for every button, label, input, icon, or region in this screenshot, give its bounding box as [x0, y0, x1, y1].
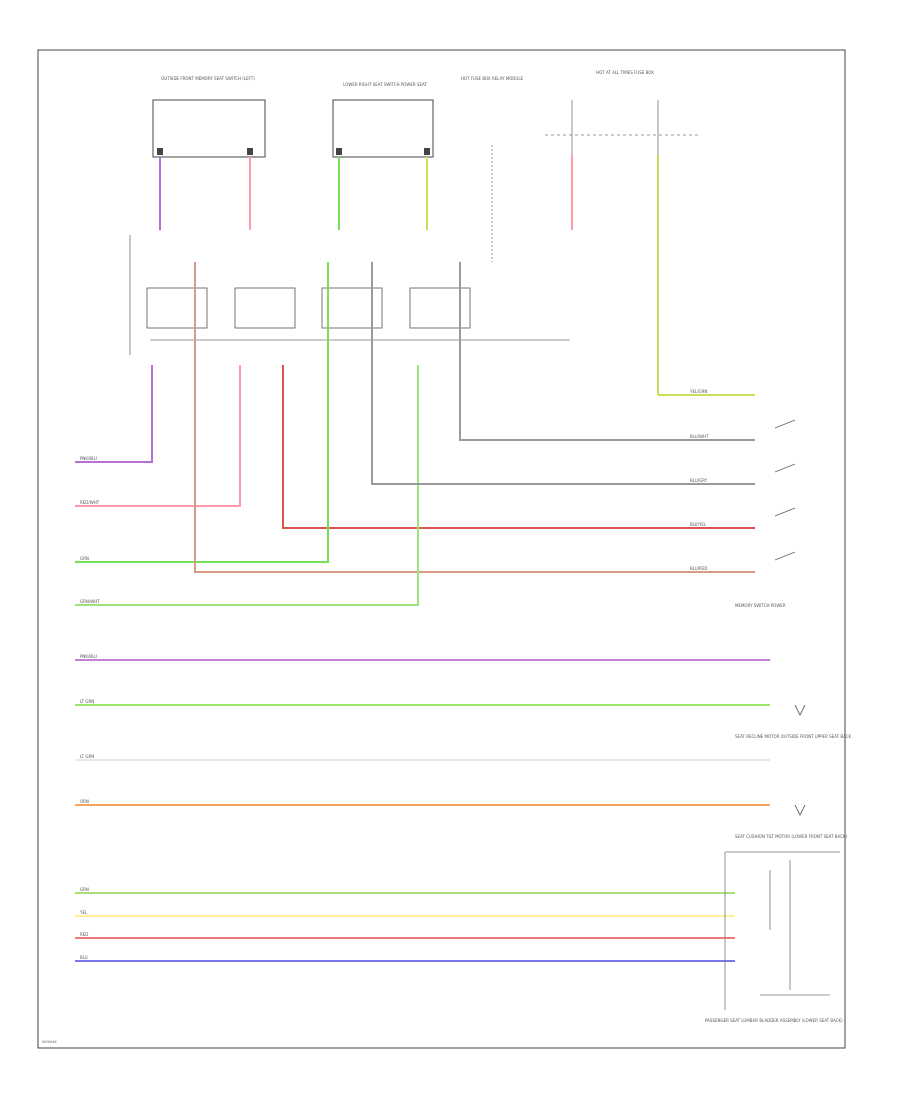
top-connector-4-label: HOT AT ALL TIMES FUSE BOX [596, 70, 654, 75]
diagram-frame [37, 49, 846, 1049]
top-connector-4: HOT AT ALL TIMES FUSE BOX [545, 70, 700, 155]
position-sensor-label: SEAT CUSHION TILT MOTOR (LOWER FRONT SEA… [735, 834, 848, 839]
wire-label-brown: BLU/RED [690, 566, 707, 571]
memory-switch-group [774, 419, 796, 561]
top-connector-3: HOT FUSE BOX RELAY MODULE [461, 76, 524, 262]
wire-label-white: LT GRN [80, 754, 94, 759]
wire-label-yellowgreen: YEL/GRN [689, 389, 707, 394]
wire-label-yel: YEL [79, 910, 88, 915]
wire-label-violet: PNK/BLU [80, 654, 97, 659]
wire-label-pink: RED/WHT [80, 500, 100, 505]
wire-label-orange: ORN [80, 799, 89, 804]
memory-switch-label: MEMORY SWITCH POWER [735, 603, 786, 608]
wire-label-red: BLK/YEL [690, 522, 707, 527]
wire-label-lightgreen: GRN/WHT [80, 599, 100, 604]
wire-label-grn: GRN [80, 887, 89, 892]
seat-motor-symbols [794, 704, 806, 817]
wire-label-darkgray: BLU/WHT [690, 434, 709, 439]
wire-label-gray: BLU/GRY [690, 478, 708, 483]
passenger-seat-label: PASSENGER SEAT LUMBAR BLADDER ASSEMBLY (… [705, 1018, 843, 1023]
top-connector-2-label: LOWER RIGHT SEAT SWITCH POWER SEAT [343, 82, 427, 87]
wire-label-purple: PNK/BLU [80, 456, 97, 461]
switch-bank [129, 235, 570, 355]
top-connector-1: OUTSIDE FRONT MEMORY SEAT SWITCH (LEFT) [152, 76, 266, 158]
top-connector-1-label: OUTSIDE FRONT MEMORY SEAT SWITCH (LEFT) [161, 76, 255, 81]
top-connector-3-label: HOT FUSE BOX RELAY MODULE [461, 76, 524, 81]
seat-motor-label: SEAT RECLINE MOTOR OUTSIDE FRONT UPPER S… [735, 734, 852, 739]
diagram-reference: W9AV4K [42, 1040, 57, 1044]
wire-label-blu: BLU [80, 955, 88, 960]
wire-label-lime: LT GRN [80, 699, 94, 704]
top-connector-2: LOWER RIGHT SEAT SWITCH POWER SEAT [332, 82, 434, 158]
passenger-seat-assembly [724, 851, 840, 1010]
wire-label-red2: RED [80, 932, 88, 937]
wire-label-green: GRN [80, 556, 89, 561]
